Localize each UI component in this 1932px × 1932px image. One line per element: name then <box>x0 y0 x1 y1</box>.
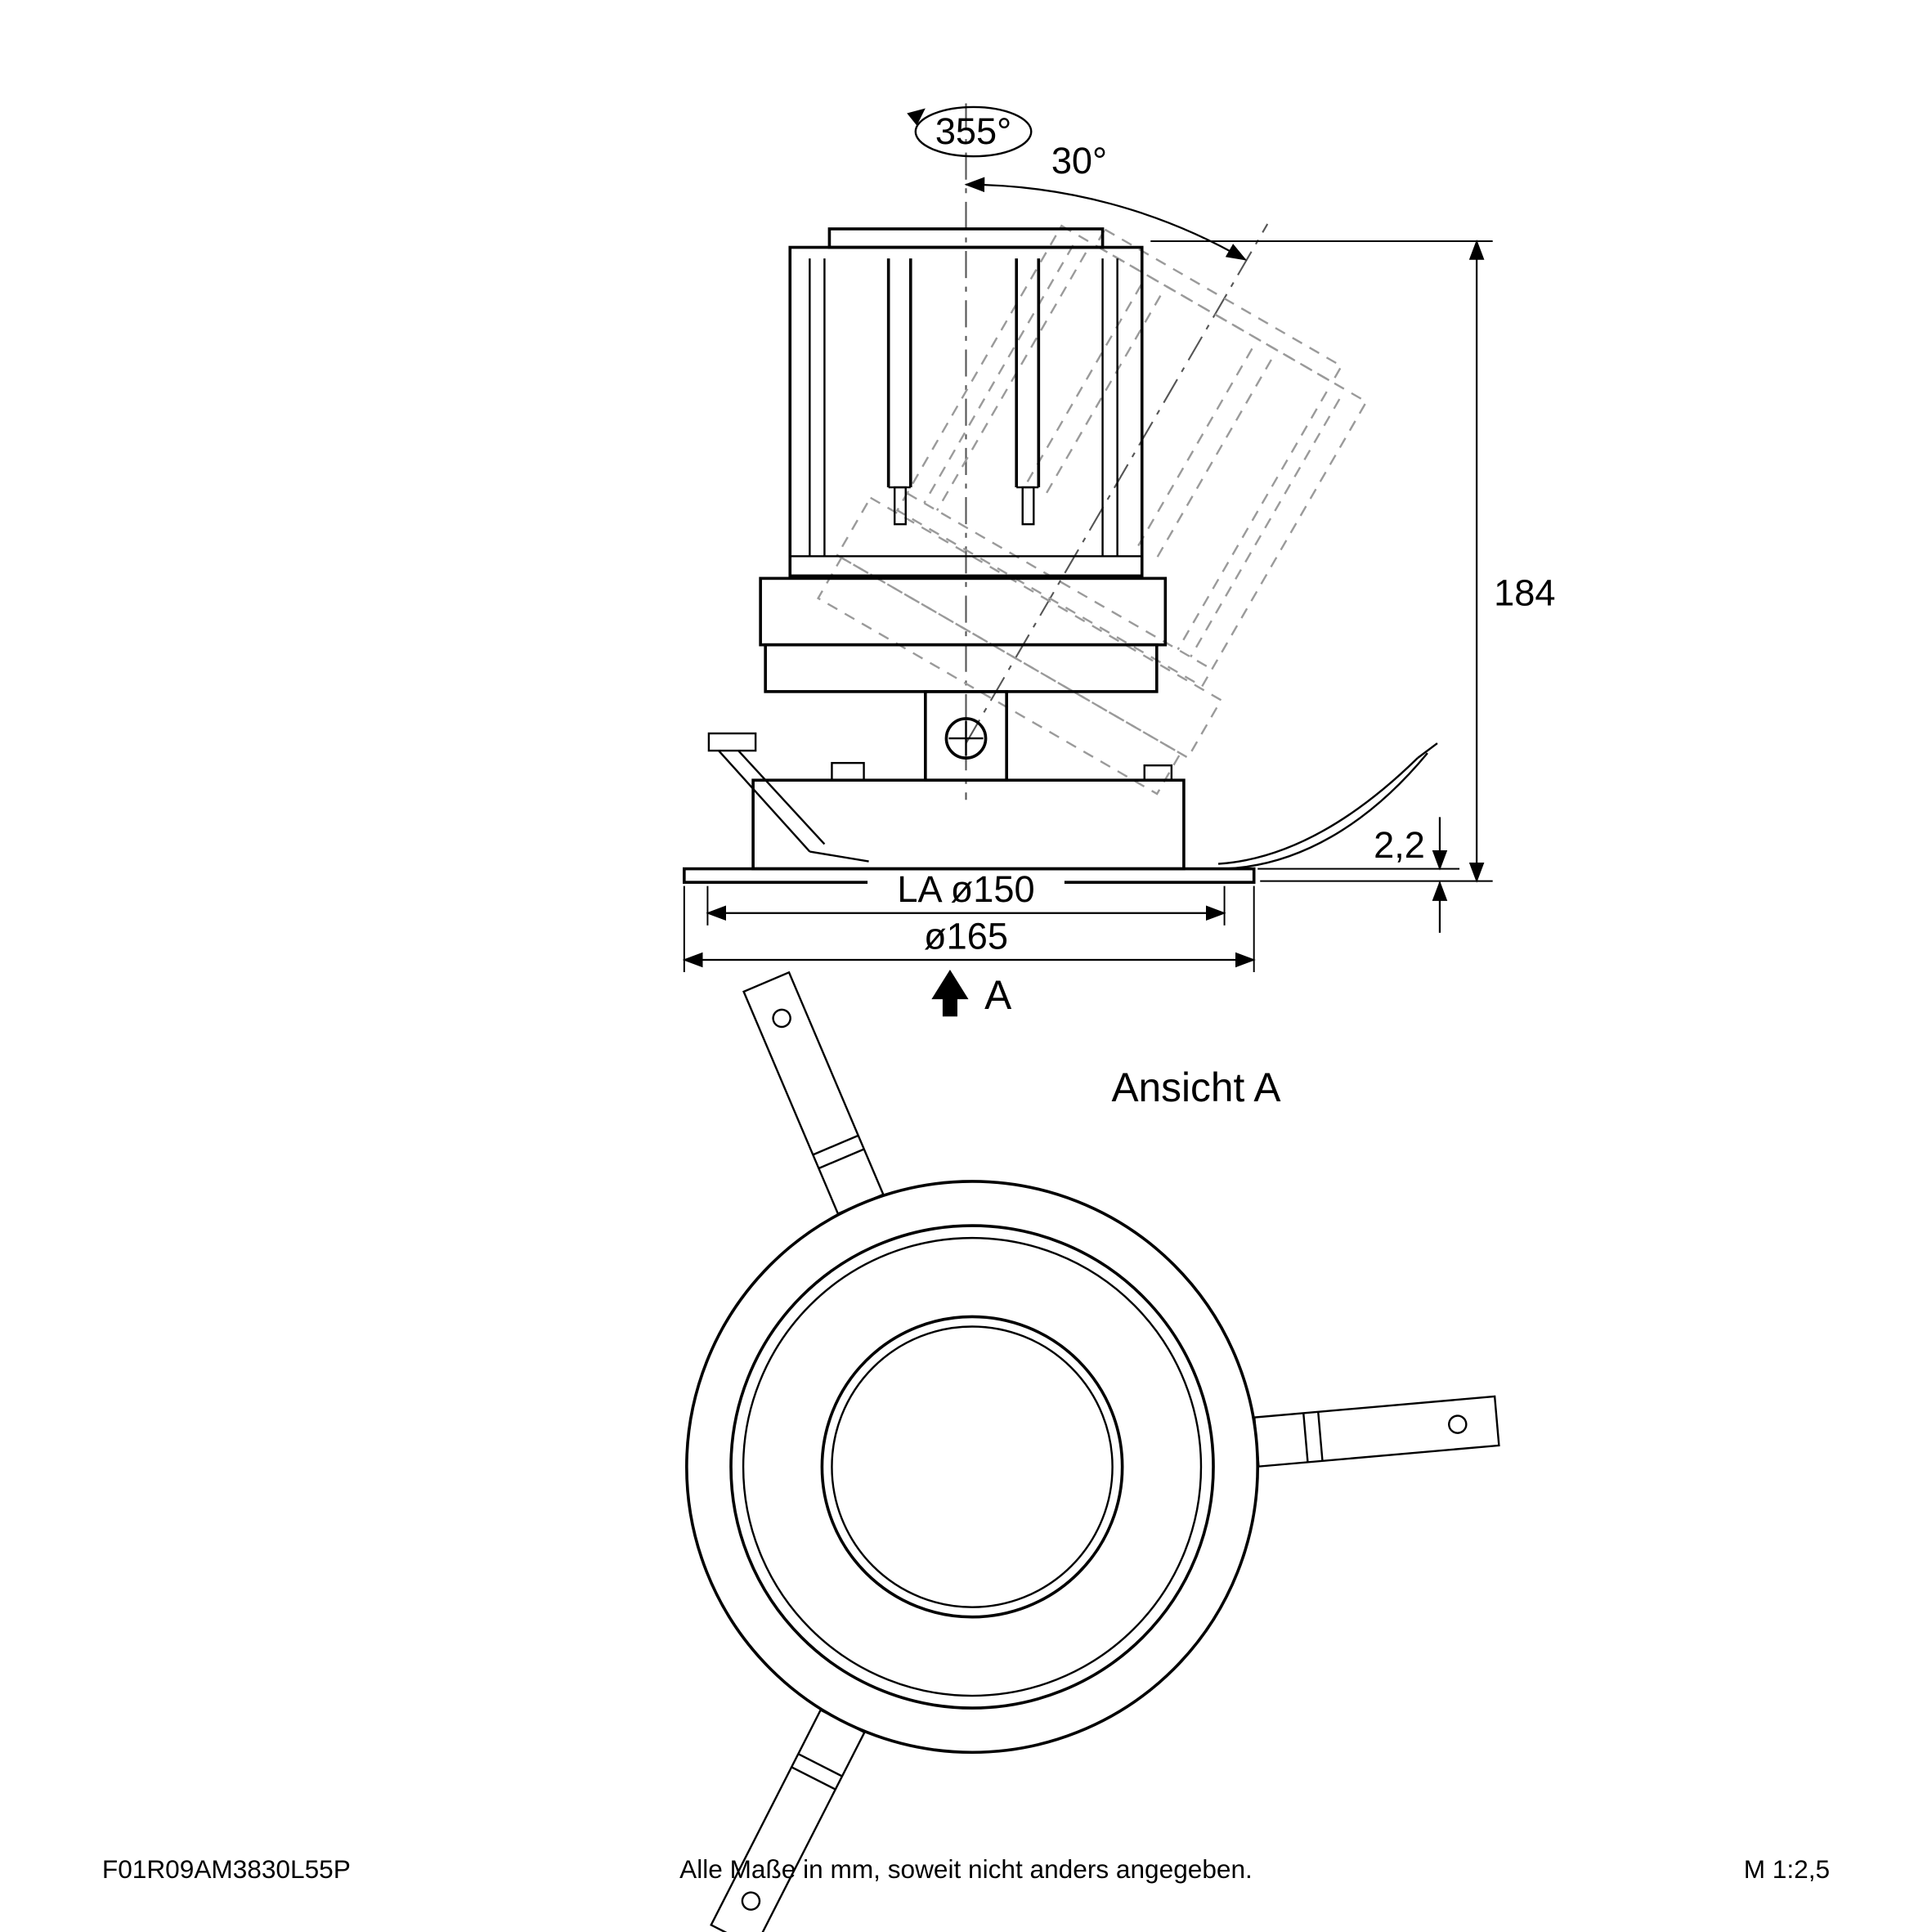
bezel-inner-ring <box>742 1236 1203 1697</box>
outer-diameter-label: ø165 <box>924 915 1008 957</box>
right-spring-clip <box>1217 742 1438 870</box>
spring-arm-bottom <box>710 1708 866 1932</box>
view-direction-marker: A <box>931 970 1012 1018</box>
scale-label: M 1:2,5 <box>1744 1854 1830 1884</box>
dim-height: 184 <box>1150 239 1556 883</box>
pivot-screw <box>944 717 988 760</box>
spring-arm-right <box>1253 1395 1500 1468</box>
spring-arm-top <box>742 970 885 1215</box>
height-label: 184 <box>1494 572 1555 614</box>
lens-inner-ring <box>831 1325 1114 1608</box>
dimension-note: Alle Maße in mm, soweit nicht anders ang… <box>679 1854 1253 1884</box>
view-marker-label: A <box>984 972 1012 1018</box>
flange-thickness-label: 2,2 <box>1374 824 1425 866</box>
lens-outer-ring <box>820 1315 1124 1619</box>
dim-flange: 2,2 <box>1257 817 1460 933</box>
dim-diameter: ø165 <box>682 885 1256 973</box>
dim-tilt: 30° <box>964 140 1247 261</box>
article-number: F01R09AM3830L55P <box>102 1854 351 1884</box>
dim-rotation: 355° <box>907 105 1033 158</box>
rotation-arrow-icon <box>907 108 926 126</box>
rotation-angle-label: 355° <box>935 110 1011 152</box>
trim-ring <box>685 1180 1260 1755</box>
view-arrow-icon <box>931 970 969 1017</box>
ghost-tilted-view <box>816 224 1368 796</box>
footer: F01R09AM3830L55P Alle Maße in mm, soweit… <box>102 1854 1830 1884</box>
bezel-outer-ring <box>729 1224 1215 1710</box>
cutout-diameter-label: LA ø150 <box>897 868 1034 910</box>
left-spring-clip <box>707 732 869 863</box>
side-view <box>683 227 1256 884</box>
dim-cutout: LA ø150 <box>706 868 1226 926</box>
tilt-angle-label: 30° <box>1051 140 1107 182</box>
view-title-label: Ansicht A <box>1111 1065 1281 1110</box>
front-view: Ansicht A <box>685 970 1500 1932</box>
